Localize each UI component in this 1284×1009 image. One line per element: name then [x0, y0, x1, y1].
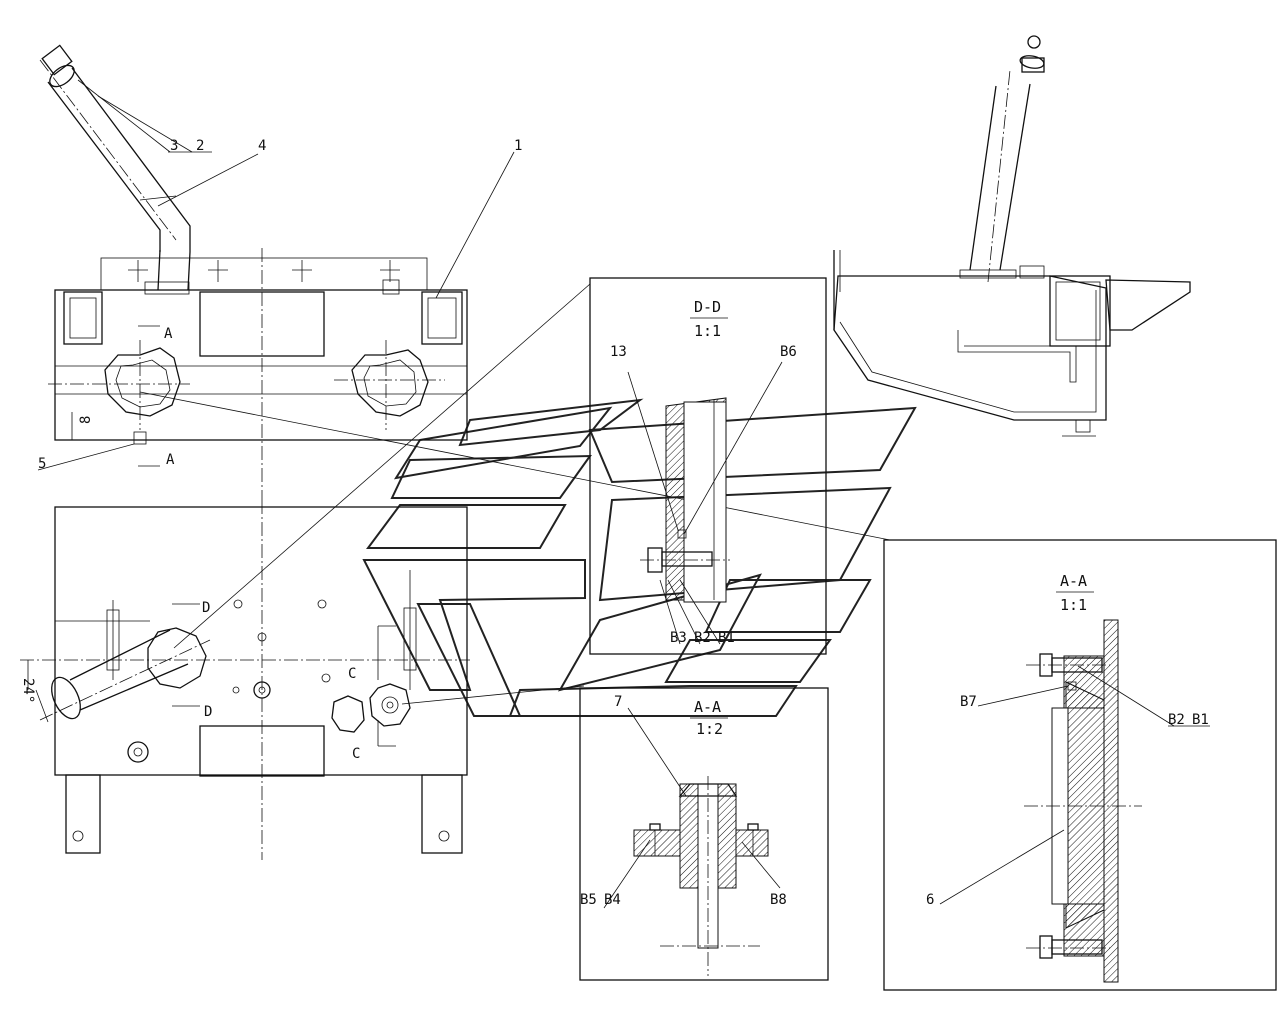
detail-dd-label-b6: B6	[780, 344, 797, 360]
part-label-5: 5	[38, 456, 46, 472]
part-label-2: 2	[196, 138, 204, 154]
top-view	[20, 500, 470, 860]
dim-8: 8	[78, 416, 94, 424]
detail-dd-label-13: 13	[610, 344, 627, 360]
section-marker-a-top: A	[164, 326, 173, 342]
detail-aa-large-label-b2: B2	[1168, 712, 1185, 728]
detail-dd-label-b3: B3	[670, 630, 687, 646]
part-label-4: 4	[258, 138, 266, 154]
detail-aa-small-label-b8: B8	[770, 892, 787, 908]
detail-aa-large-title: A-A	[1060, 572, 1087, 590]
detail-aa-large-label-b7: B7	[960, 694, 977, 710]
detail-dd-scale: 1:1	[694, 322, 721, 340]
detail-aa-small-label-7: 7	[614, 694, 622, 710]
watermark-logo	[362, 398, 917, 717]
part-label-1: 1	[514, 138, 522, 154]
part-label-3: 3	[170, 138, 178, 154]
detail-aa-small-title: A-A	[694, 698, 721, 716]
detail-dd	[589, 277, 827, 655]
detail-aa-small-label-b5: B5	[580, 892, 597, 908]
leader-lines	[37, 79, 891, 705]
front-view	[48, 248, 468, 500]
detail-aa-small-scale: 1:2	[696, 720, 723, 738]
side-view	[833, 35, 1191, 437]
filler-neck-front	[39, 44, 191, 252]
section-marker-d-bottom: D	[204, 704, 212, 720]
detail-dd-label-b2: B2	[694, 630, 711, 646]
dim-24: 24°	[20, 678, 36, 703]
section-marker-c-top: C	[348, 666, 356, 682]
detail-dd-label-b1: B1	[718, 630, 735, 646]
detail-aa-large-label-6: 6	[926, 892, 934, 908]
detail-aa-large-label-b1: B1	[1192, 712, 1209, 728]
detail-dd-title: D-D	[694, 298, 721, 316]
detail-aa-small	[579, 687, 829, 981]
section-marker-a-bottom: A	[166, 452, 175, 468]
section-marker-c-bottom: C	[352, 746, 360, 762]
detail-aa-small-label-b4: B4	[604, 892, 621, 908]
labels: 3 2 4 1 5 8 A A D D C C 24° D-D 1:1 13 B…	[20, 138, 1209, 908]
section-marker-d-top: D	[202, 600, 210, 616]
detail-aa-large-scale: 1:1	[1060, 596, 1087, 614]
detail-aa-large	[883, 539, 1277, 991]
